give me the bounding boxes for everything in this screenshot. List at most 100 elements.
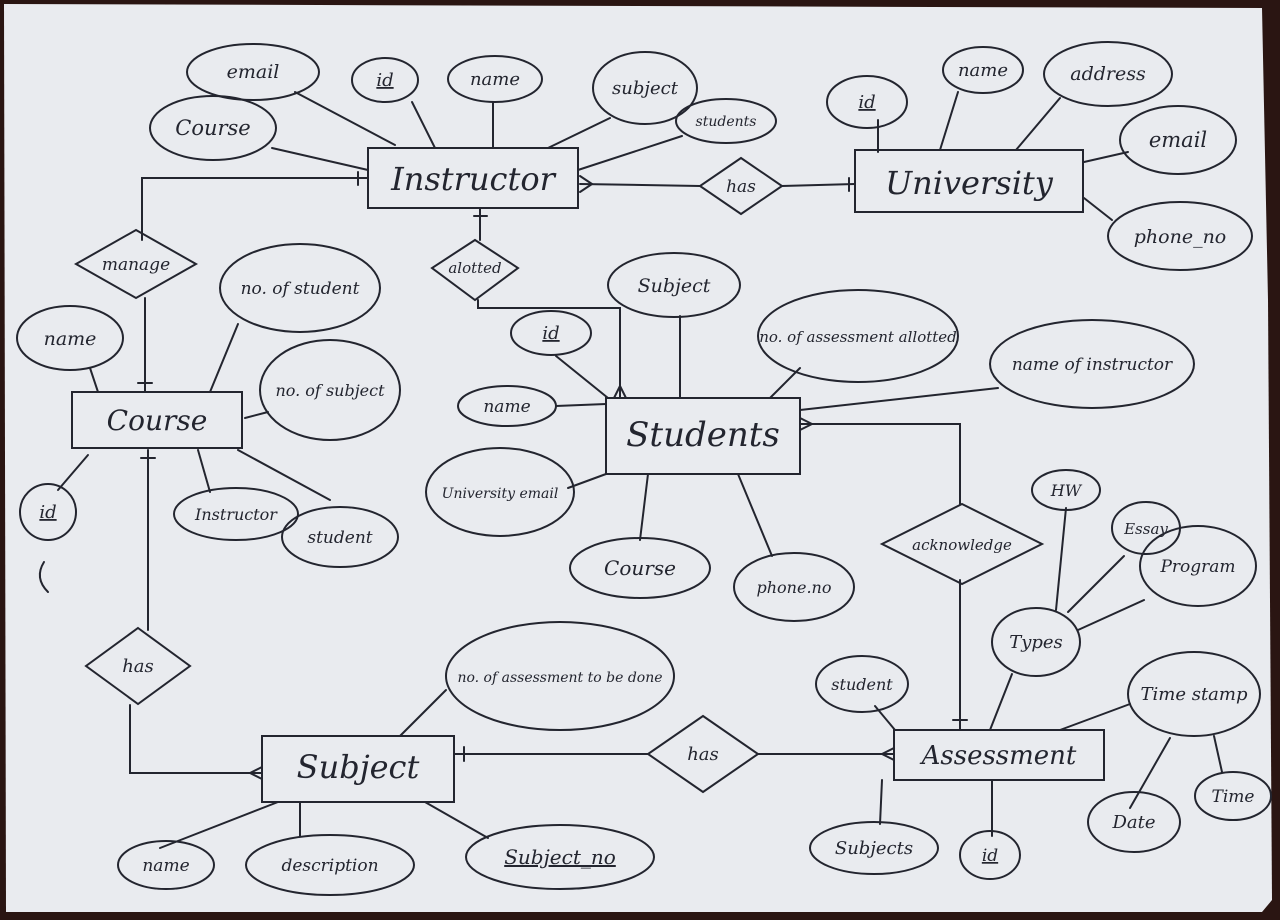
svg-text:Program: Program — [1159, 557, 1235, 577]
svg-text:Instructor: Instructor — [194, 505, 278, 524]
svg-text:no. of student: no. of student — [241, 279, 360, 299]
svg-text:phone_no: phone_no — [1134, 226, 1227, 248]
relationship-instructor-course: manage — [73, 228, 199, 300]
svg-text:no. of assessment to be done: no. of assessment to be done — [457, 670, 662, 686]
entity-course: Course — [71, 391, 243, 449]
svg-text:name: name — [470, 69, 520, 90]
entity-label: Assessment — [920, 741, 1077, 771]
entity-label: Course — [107, 404, 208, 437]
relationship-instructor-university: has — [698, 156, 784, 216]
svg-text:name: name — [483, 397, 530, 417]
svg-text:email: email — [227, 61, 280, 83]
svg-text:phone.no: phone.no — [757, 578, 832, 597]
attribute-assessment-time: Time — [1194, 771, 1272, 821]
attribute-assessment-student: student — [815, 655, 909, 713]
attribute-instructor-students: students — [675, 98, 777, 144]
svg-text:University email: University email — [442, 486, 559, 502]
relationship-instructor-students: alotted — [430, 238, 520, 302]
attribute-students-no-of-assessment: no. of assessment allotted — [757, 289, 959, 383]
svg-text:name: name — [958, 60, 1008, 81]
attribute-assessment-types: Types — [991, 607, 1081, 677]
attribute-course-name: name — [16, 305, 124, 371]
svg-text:Subjects: Subjects — [835, 838, 913, 859]
attribute-course-instructor: Instructor — [173, 487, 299, 541]
svg-text:id: id — [376, 70, 393, 91]
entity-label: Instructor — [390, 160, 556, 198]
svg-text:no. of subject: no. of subject — [275, 381, 385, 400]
pen-mark — [38, 561, 49, 593]
svg-text:no. of assessment allotted: no. of assessment allotted — [759, 328, 957, 346]
svg-text:name: name — [142, 856, 189, 876]
svg-text:Course: Course — [604, 556, 676, 580]
attribute-instructor-id: id — [351, 57, 419, 103]
relationship-course-subject: has — [84, 626, 192, 706]
entity-students: Students — [605, 397, 801, 475]
connector-lines — [57, 91, 1223, 849]
attribute-university-address: address — [1043, 41, 1173, 107]
attribute-subject-subject-no: Subject_no — [465, 824, 655, 890]
entity-assessment: Assessment — [893, 729, 1105, 781]
entity-instructor: Instructor — [367, 147, 579, 209]
attribute-assessment-time-stamp: Time stamp — [1127, 651, 1261, 737]
svg-text:email: email — [1149, 128, 1207, 152]
relationship-label: manage — [102, 255, 170, 275]
relationship-label: alotted — [448, 259, 501, 277]
attribute-students-phone: phone.no — [733, 552, 855, 622]
svg-text:id: id — [542, 323, 559, 344]
attribute-subject-description: description — [245, 834, 415, 896]
svg-text:student: student — [307, 528, 372, 548]
svg-text:id: id — [39, 502, 56, 523]
relationship-label: has — [687, 744, 719, 765]
attribute-assessment-program: Program — [1139, 525, 1257, 607]
attribute-university-id: id — [826, 75, 908, 129]
entity-label: Subject — [297, 748, 420, 786]
svg-text:Date: Date — [1111, 812, 1155, 833]
entity-label: University — [885, 164, 1054, 202]
entity-university: University — [854, 149, 1084, 213]
attribute-instructor-email: email — [186, 43, 320, 101]
relationship-label: acknowledge — [912, 536, 1012, 554]
svg-text:students: students — [696, 114, 757, 130]
attribute-instructor-name: name — [447, 55, 543, 103]
svg-text:Subject_no: Subject_no — [504, 845, 616, 869]
attribute-university-name: name — [942, 46, 1024, 94]
entity-label: Students — [626, 415, 780, 455]
svg-text:Essay: Essay — [1123, 520, 1168, 538]
svg-text:name of instructor: name of instructor — [1012, 355, 1173, 375]
svg-text:id: id — [858, 92, 875, 113]
attribute-university-phone: phone_no — [1107, 201, 1253, 271]
attribute-instructor-course: Course — [149, 95, 277, 161]
attribute-course-no-of-subject: no. of subject — [259, 339, 401, 441]
relationship-subject-assessment: has — [646, 714, 760, 794]
attribute-assessment-subjects: Subjects — [809, 821, 939, 875]
attribute-students-university-email: University email — [425, 447, 575, 537]
attribute-subject-name: name — [117, 840, 215, 890]
svg-text:Course: Course — [175, 116, 250, 140]
attribute-students-name-of-instructor: name of instructor — [989, 319, 1195, 409]
attribute-assessment-id: id — [959, 830, 1021, 880]
svg-text:Types: Types — [1009, 632, 1063, 653]
relationship-label: has — [726, 177, 756, 197]
attribute-course-no-of-student: no. of student — [219, 243, 381, 333]
attribute-course-id: id — [19, 483, 77, 541]
attribute-assessment-hw: HW — [1031, 469, 1101, 511]
svg-text:student: student — [831, 675, 893, 694]
attribute-students-course: Course — [569, 537, 711, 599]
attribute-instructor-subject: subject — [592, 51, 698, 125]
attribute-subject-no-of-assessment: no. of assessment to be done — [445, 621, 675, 731]
svg-text:Time stamp: Time stamp — [1141, 684, 1248, 705]
svg-text:address: address — [1070, 63, 1146, 85]
attribute-students-name: name — [457, 385, 557, 427]
paper-sheet — [4, 4, 1272, 912]
relationship-label: has — [122, 656, 154, 677]
svg-text:HW: HW — [1050, 481, 1083, 500]
attribute-course-student: student — [281, 506, 399, 568]
entity-subject: Subject — [261, 735, 455, 803]
svg-text:id: id — [982, 846, 998, 866]
relationship-students-assessment: acknowledge — [879, 502, 1045, 586]
svg-text:description: description — [281, 856, 378, 876]
svg-text:subject: subject — [612, 78, 679, 99]
svg-text:Time: Time — [1212, 787, 1255, 807]
